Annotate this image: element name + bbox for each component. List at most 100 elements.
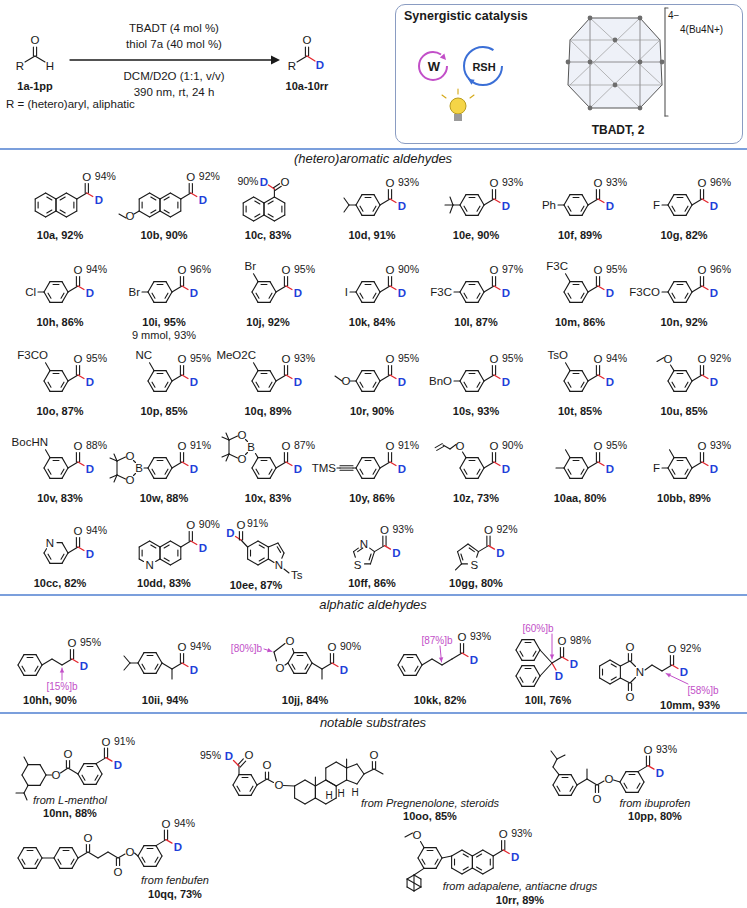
bond-line [483,868,493,874]
bond-line [380,462,390,468]
bond-line [180,366,181,376]
deuterium-label: D [190,287,198,300]
bond-line [484,375,494,381]
bond-line [177,202,178,208]
bond-line [189,184,190,194]
bond-line [450,205,453,213]
atom-label: O [490,177,499,190]
bond-line [672,382,675,387]
arrow-head [60,668,65,673]
bond-line [70,650,71,660]
bond-line [276,375,286,381]
bond-line [630,678,636,684]
bond-line [692,462,702,468]
bond-line [534,650,540,660]
bond-line [478,546,488,552]
bond-line [333,654,334,664]
atom-label: O [342,375,351,388]
deuterium-incorporation: 91% [247,518,268,530]
bond-line [274,184,280,188]
bond-line [258,281,270,282]
bond-line [315,798,325,804]
bond-line [28,785,40,786]
bond-line [534,676,540,686]
bond-line [79,453,80,463]
bond-line [477,552,479,558]
bond-line [269,293,272,298]
bond-line [493,856,494,868]
bond-line [68,286,78,292]
bond-line [124,656,130,663]
bond-line [700,277,701,287]
atom-label: O [490,353,499,366]
bond-line [664,8,665,116]
bond-line [360,382,363,387]
bond-line [18,655,24,665]
compound-number: 10o, 87% [36,405,83,417]
deuterium-incorporation: 95% [190,353,211,365]
bond-line [96,764,102,774]
atom-label: N [145,559,153,572]
bond-line [315,777,316,786]
bond-line [76,538,77,548]
bond-line [685,206,688,211]
bond-line [374,381,380,391]
bond-line [150,193,160,199]
substituent-label: F3C [430,286,452,299]
bond-line [662,204,668,205]
bond-line [295,798,305,804]
deuterium-incorporation: 91% [114,736,135,748]
bond-line [662,665,672,671]
bond-line [558,204,564,205]
bond-line [692,199,702,205]
bond-line [559,774,571,775]
bond-line [138,846,144,856]
bond-line [451,856,452,868]
deuterium-label: D [95,194,103,207]
substituent-label: F [653,462,660,475]
bond-line [413,875,414,891]
bond-line [452,850,462,856]
compound-number: 10s, 93% [453,405,499,417]
bond-line [52,659,62,665]
bond-line [540,663,552,676]
bond-line [148,371,154,381]
bond-line [166,468,172,478]
bond-line [35,211,45,217]
bond-line [62,468,68,478]
bond-line [477,382,480,387]
cycle-arrow [419,52,447,80]
bond-line [62,458,68,468]
bond-line [270,371,276,381]
bond-line [407,657,413,658]
bond-line [563,648,564,658]
source-note: from L-menthol [33,794,107,806]
deuterium-incorporation: 96% [190,264,211,276]
bond-line [148,468,154,478]
bond-line [466,194,478,195]
atom-label: N [636,666,644,679]
bond-line [416,655,422,665]
bond-line [286,286,292,290]
bond-line [588,375,598,381]
bond-line [170,193,180,199]
bond-line [259,545,264,548]
bond-line [166,371,172,381]
bond-line [360,293,363,298]
bond-line [22,666,25,671]
bond-line [156,663,162,673]
bond-line [170,211,180,217]
bond-line [452,653,462,659]
bond-line [256,293,259,298]
site-incorporation: [87%]b [421,635,452,646]
atom-label: H [337,788,344,799]
bond-line [63,850,69,851]
bond-line [42,857,54,858]
bond-line [700,366,701,376]
bond-line [166,292,172,302]
bond-line [490,859,491,865]
site-incorporation: [15%]b [46,681,77,692]
bond-line [360,469,363,474]
bond-line [261,373,267,374]
bond-line [362,478,374,479]
